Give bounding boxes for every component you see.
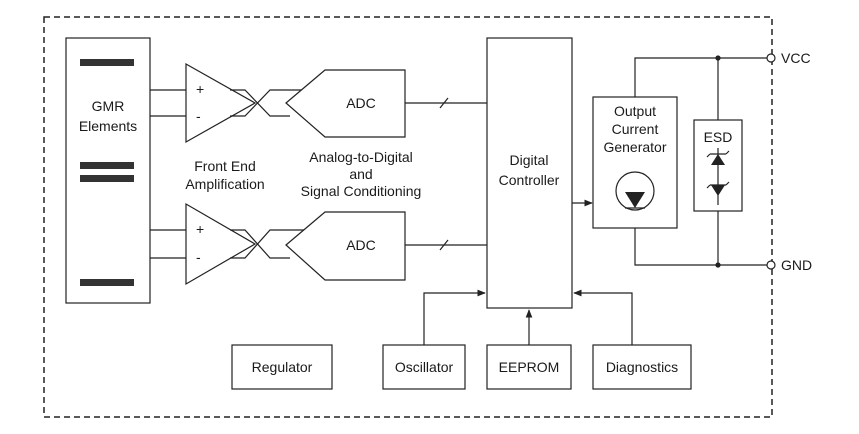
amp-plus-sign: +: [196, 81, 204, 97]
diode-icon: [625, 192, 645, 208]
pin-gnd: GND: [766, 257, 812, 273]
adc-top: ADC: [285, 69, 406, 138]
svg-text:Output: Output: [614, 103, 656, 119]
digital-controller-block: Digital Controller: [486, 37, 573, 309]
svg-text:EEPROM: EEPROM: [499, 359, 560, 375]
zener-diode-icon: [711, 185, 725, 196]
gmr-label: Elements: [79, 118, 137, 134]
svg-text:Analog-to-Digital: Analog-to-Digital: [309, 149, 413, 165]
gmr-bar: [80, 59, 134, 66]
svg-text:Digital: Digital: [510, 152, 549, 168]
adc-label: ADC: [346, 95, 376, 111]
gmr-elements-block: GMR Elements: [65, 37, 151, 304]
svg-text:Generator: Generator: [603, 139, 666, 155]
svg-text:ESD: ESD: [704, 129, 733, 145]
svg-text:Amplification: Amplification: [185, 176, 264, 192]
gmr-bar: [80, 175, 134, 182]
gmr-bar: [80, 162, 134, 169]
diagnostics-block: Diagnostics: [592, 344, 692, 390]
svg-text:and: and: [349, 166, 372, 182]
regulator-block: Regulator: [231, 344, 333, 390]
bus-adc-bottom: [405, 239, 487, 251]
adc-label: ADC: [346, 237, 376, 253]
svg-text:Oscillator: Oscillator: [395, 359, 454, 375]
svg-text:VCC: VCC: [781, 50, 811, 66]
oscillator-arrow: [423, 289, 486, 345]
pin-vcc: VCC: [766, 50, 811, 66]
gmr-bar: [80, 279, 134, 286]
svg-text:Diagnostics: Diagnostics: [606, 359, 678, 375]
svg-text:GND: GND: [781, 257, 812, 273]
adc-bottom: ADC: [285, 211, 406, 281]
eeprom-block: EEPROM: [486, 344, 572, 390]
svg-text:Current: Current: [612, 121, 659, 137]
amplifier-top: + -: [185, 62, 257, 144]
diagnostics-arrow: [573, 289, 633, 345]
zener-diode-icon: [711, 154, 725, 165]
amp-plus-sign: +: [196, 221, 204, 237]
oscillator-block: Oscillator: [382, 344, 466, 390]
amplifier-bottom: + -: [185, 202, 257, 286]
svg-text:Signal Conditioning: Signal Conditioning: [301, 183, 422, 199]
amp-minus-sign: -: [196, 249, 201, 265]
amp-minus-sign: -: [196, 108, 201, 124]
gmr-label: GMR: [92, 98, 125, 114]
current-source-icon: [615, 171, 655, 211]
esd-block: ESD: [693, 119, 743, 212]
bus-adc-top: [405, 97, 487, 109]
output-current-generator-block: Output Current Generator: [592, 96, 678, 229]
svg-text:Front End: Front End: [194, 158, 255, 174]
chip-boundary: [43, 16, 773, 418]
svg-text:Regulator: Regulator: [252, 359, 313, 375]
svg-text:Controller: Controller: [499, 172, 560, 188]
adc-conditioning-label: Analog-to-Digital and Signal Conditionin…: [301, 149, 422, 199]
front-end-label: Front End Amplification: [185, 158, 264, 192]
